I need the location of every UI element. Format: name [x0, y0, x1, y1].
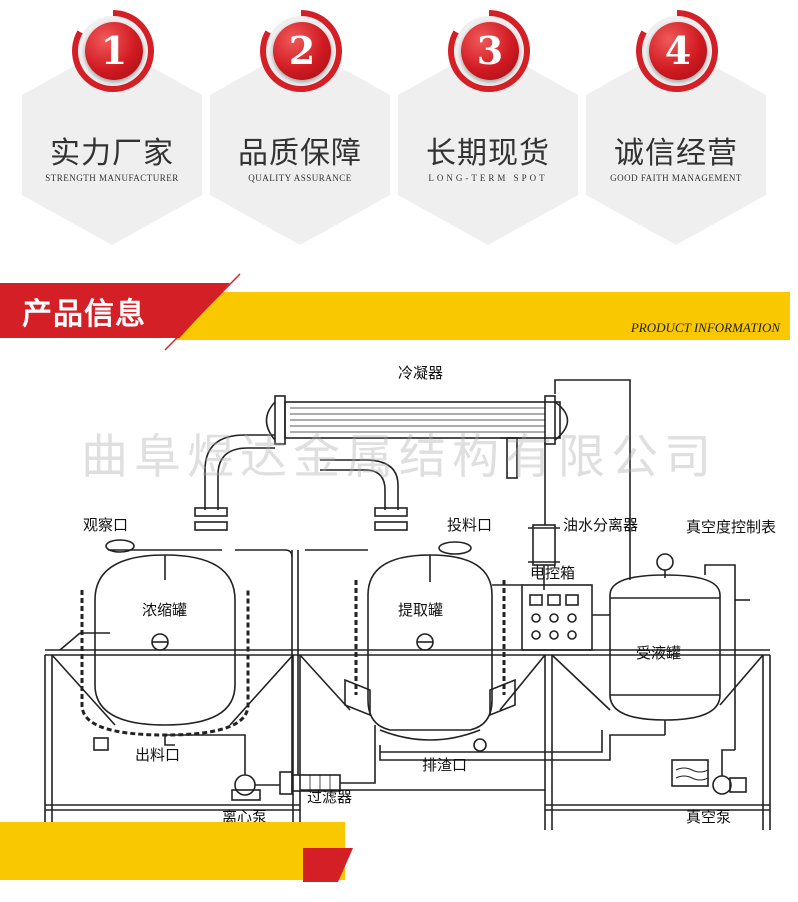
- section-title: 产品信息: [22, 297, 146, 332]
- badge-number: 4: [649, 22, 707, 80]
- feature-subtitle: GOOD FAITH MANAGEMENT: [610, 173, 742, 183]
- feature-title: 长期现货: [426, 136, 550, 171]
- label-slag-port: 排渣口: [422, 756, 467, 774]
- badge-number: 2: [273, 22, 331, 80]
- centrifugal-pump: [231, 771, 293, 801]
- label-extraction-tank: 提取罐: [398, 601, 443, 619]
- banner-slash-decoration: [164, 273, 241, 351]
- equipment-diagram: 冷凝器 油水分离器 真空度控制表 观察口 投料口 浓缩罐 提取罐 电控箱 受液罐…: [44, 364, 776, 830]
- label-sight-glass: 观察口: [83, 516, 128, 534]
- section-subtitle: PRODUCT INFORMATION: [630, 320, 780, 335]
- vapor-pipes: [194, 379, 631, 580]
- filter: [165, 550, 376, 792]
- banner-yellow-bar: [175, 292, 790, 340]
- label-discharge-port: 出料口: [135, 746, 180, 764]
- feature-title: 诚信经营: [614, 136, 738, 171]
- extraction-tank: [344, 541, 516, 752]
- label-vacuum-pump: 真空泵: [686, 808, 731, 826]
- label-filter: 过滤器: [307, 788, 352, 806]
- label-receiving-tank: 受液罐: [636, 644, 681, 662]
- support-frame: [44, 632, 771, 830]
- label-condenser: 冷凝器: [398, 364, 443, 382]
- oil-water-separator: [528, 524, 560, 590]
- label-vacuum-gauge: 真空度控制表: [686, 518, 776, 536]
- feature-subtitle: STRENGTH MANUFACTURER: [45, 173, 179, 183]
- connecting-pipes: [235, 549, 665, 761]
- feature-title: 实力厂家: [50, 136, 174, 171]
- feature-subtitle: LONG-TERM SPOT: [428, 173, 548, 183]
- label-concentration-tank: 浓缩罐: [142, 601, 187, 619]
- badge-number: 1: [85, 22, 143, 80]
- feature-title: 品质保障: [238, 136, 362, 171]
- label-control-box: 电控箱: [530, 564, 575, 582]
- footer-red-tab: [303, 848, 353, 882]
- label-centrifugal-pump: 离心泵: [222, 808, 267, 826]
- watermark-text: 曲阜煜达金属结构有限公司: [81, 430, 717, 485]
- feature-card-3: 3 长期现货 LONG-TERM SPOT: [398, 0, 578, 245]
- feature-card-1: 1 实力厂家 STRENGTH MANUFACTURER: [22, 0, 202, 245]
- control-box: [521, 584, 593, 651]
- feature-subtitle: QUALITY ASSURANCE: [248, 173, 352, 183]
- badge-number: 3: [461, 22, 519, 80]
- label-oil-water-separator: 油水分离器: [563, 516, 638, 534]
- footer-yellow-block: [0, 822, 345, 880]
- feature-card-2: 2 品质保障 QUALITY ASSURANCE: [210, 0, 390, 245]
- vacuum-pump: [671, 749, 747, 795]
- label-feed-port: 投料口: [447, 516, 492, 534]
- receiving-tank: [609, 553, 750, 750]
- feature-card-4: 4 诚信经营 GOOD FAITH MANAGEMENT: [586, 0, 766, 245]
- condenser: [265, 395, 569, 479]
- diagram-labels: 冷凝器 油水分离器 真空度控制表 观察口 投料口 浓缩罐 提取罐 电控箱 受液罐…: [83, 364, 776, 826]
- concentration-tank: [80, 539, 250, 751]
